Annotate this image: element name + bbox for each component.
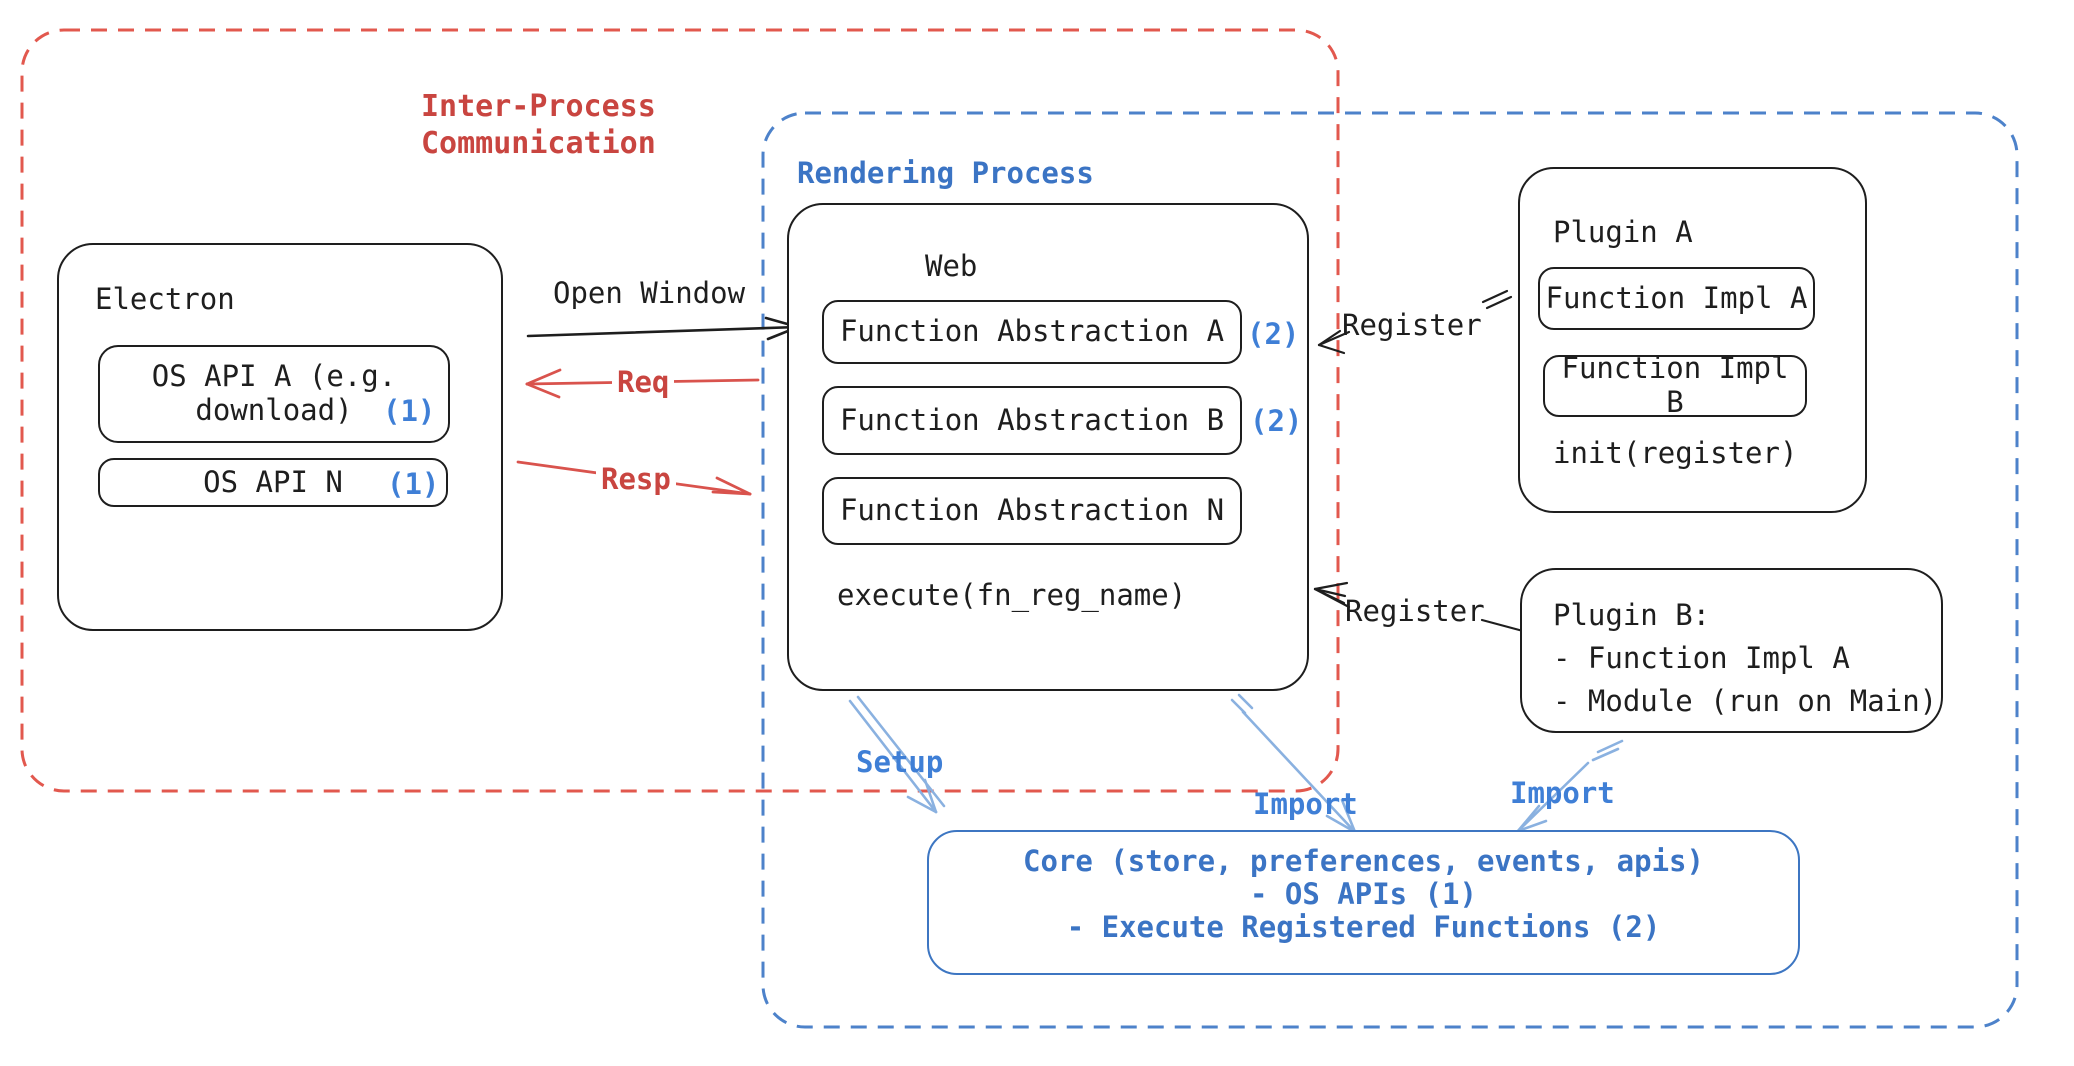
function-abstraction-n-box: Function Abstraction N (822, 477, 1242, 545)
core-line-2: - OS APIs (1) (1250, 877, 1477, 911)
function-impl-a-label: Function Impl A (1545, 280, 1808, 315)
init-register-label: init(register) (1553, 436, 1798, 470)
import-plugin-arrow (1516, 739, 1624, 833)
ipc-dashed-box (20, 28, 1340, 793)
open-window-label: Open Window (553, 276, 746, 310)
os-api-a-badge: (1) (383, 394, 436, 428)
plugin-b-text: Plugin B: - Function Impl A - Module (ru… (1553, 594, 1937, 723)
function-impl-b-box: Function Impl B (1543, 351, 1807, 419)
setup-label: Setup (856, 745, 944, 779)
function-abstraction-b-box: Function Abstraction B (822, 386, 1242, 455)
rendering-dashed-box (761, 111, 2019, 1029)
resp-label: Resp (596, 462, 676, 497)
execute-label: execute(fn_reg_name) (837, 578, 1187, 612)
rendering-process-label: Rendering Process (797, 156, 1094, 190)
open-window-arrow (526, 316, 800, 341)
function-impl-a-box: Function Impl A (1538, 267, 1815, 330)
plugin-b-box (1520, 568, 1943, 733)
import-plugin-label: Import (1510, 776, 1615, 810)
plugin-b-item-1: - Function Impl A (1553, 641, 1850, 675)
register-top-label: Register (1342, 308, 1482, 342)
register-bottom-arrow (1313, 581, 1525, 633)
os-api-n-label: OS API N (203, 464, 343, 499)
plugin-a-box (1518, 167, 1867, 513)
setup-arrow (848, 695, 946, 814)
function-abstraction-a-label: Function Abstraction A (839, 314, 1225, 349)
plugin-b-title: Plugin B: (1553, 598, 1711, 632)
core-line-1: Core (store, preferences, events, apis) (1023, 844, 1704, 878)
web-title: Web (925, 249, 978, 283)
register-top-arrow (1317, 289, 1513, 355)
function-abstraction-b-badge: (2) (1250, 404, 1303, 438)
import-web-label: Import (1253, 787, 1358, 821)
import-web-arrow (1230, 693, 1357, 834)
function-impl-b-label: Function Impl B (1561, 351, 1789, 419)
electron-title: Electron (95, 282, 235, 316)
core-box: Core (store, preferences, events, apis) … (927, 830, 1800, 975)
os-api-n-box: OS API N (98, 458, 448, 507)
os-api-n-badge: (1) (387, 467, 440, 501)
function-abstraction-a-box: Function Abstraction A (822, 300, 1242, 364)
req-label: Req (612, 365, 675, 400)
core-line-3: - Execute Registered Functions (2) (1066, 910, 1661, 944)
plugin-b-item-2: - Module (run on Main) (1553, 684, 1938, 718)
register-bottom-label: Register (1345, 594, 1485, 628)
ipc-label: Inter-Process Communication (421, 89, 656, 161)
function-abstraction-n-label: Function Abstraction N (839, 493, 1225, 528)
function-abstraction-b-label: Function Abstraction B (839, 402, 1225, 437)
os-api-a-box: OS API A (e.g. download) (98, 345, 450, 443)
function-abstraction-a-badge: (2) (1247, 317, 1300, 351)
os-api-a-label: OS API A (e.g. download) (151, 359, 397, 427)
plugin-a-title: Plugin A (1553, 215, 1693, 249)
